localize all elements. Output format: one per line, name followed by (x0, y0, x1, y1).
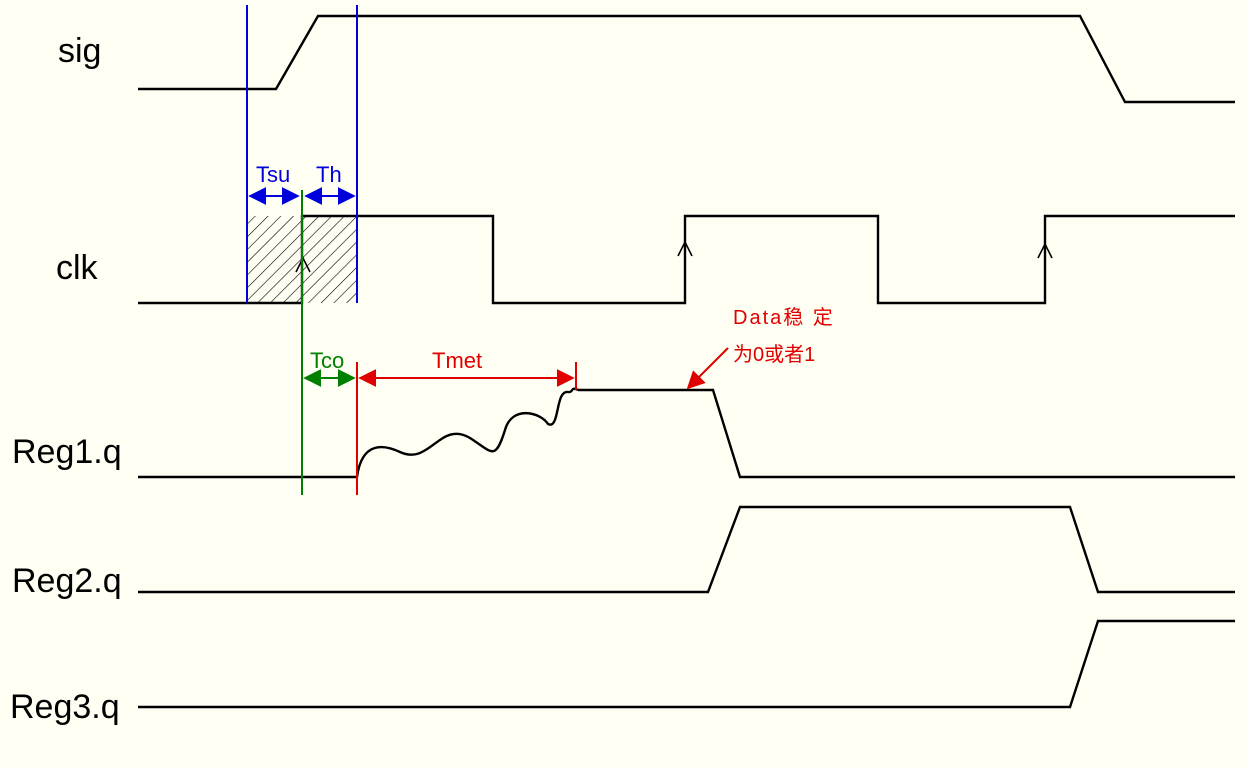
tmet-label: Tmet (432, 348, 482, 373)
reg3-waveform (138, 619, 1235, 709)
data-stable-note-line1: Data稳 定 (733, 306, 835, 329)
th-label: Th (316, 162, 342, 187)
reg1-metastable-curve (355, 387, 579, 478)
data-stable-pointer-arrow (686, 347, 729, 390)
signal-label-reg1: Reg1.q (12, 433, 122, 471)
signal-label-reg2: Reg2.q (12, 562, 122, 600)
reg1-stable-waveform (578, 388, 1235, 479)
tsu-label: Tsu (256, 162, 290, 187)
reg2-waveform (138, 505, 1235, 594)
signal-label-clk: clk (56, 249, 99, 287)
data-stable-note-line2: 为0或者1 (733, 343, 815, 366)
sig-waveform (138, 14, 1235, 104)
signal-label-reg3: Reg3.q (10, 688, 120, 726)
tco-label: Tco (310, 348, 344, 373)
clk-rising-edge-arrow (295, 240, 1053, 273)
signal-label-sig: sig (58, 32, 101, 70)
